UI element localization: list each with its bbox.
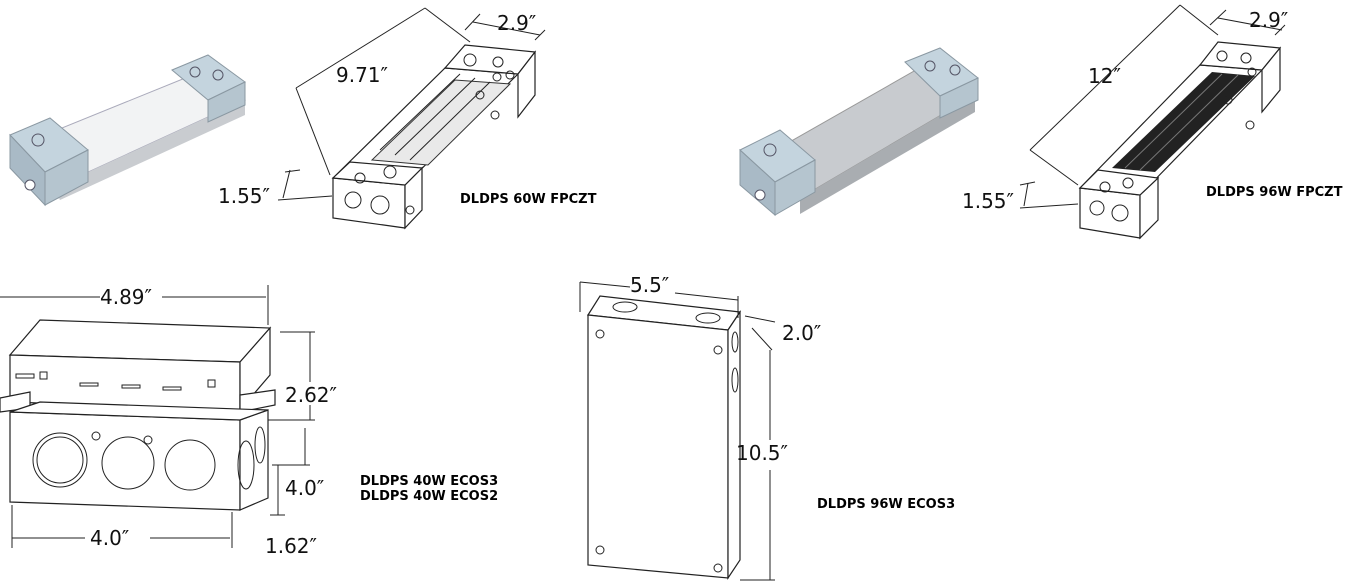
line-drawing-96w-ecos3: 5.5″ 2.0″ 10.5″ DLDPS 96W ECOS3 (579, 273, 955, 581)
line-drawing-60w-fpczt: 9.71″ 2.9″ 1.55″ DLDPS 60W FPCZT (218, 7, 597, 230)
dim-length-96w: 12″ (1088, 64, 1121, 88)
model-label-40w-ecos3: DLDPS 40W ECOS3 (360, 474, 498, 489)
dim-depth-40w: 4.0″ (285, 476, 324, 500)
dim-depth-96w-ecos3: 2.0″ (782, 321, 821, 345)
product-photo-96w-fpczt (739, 47, 979, 217)
line-drawing-96w-fpczt: 12″ 2.9″ 1.55″ DLDPS 96W FPCZT (962, 4, 1343, 240)
dim-bottom-width-40w: 4.0″ (90, 526, 129, 550)
dim-top-width-40w: 4.89″ (100, 285, 152, 309)
dim-width-96w: 2.9″ (1249, 8, 1288, 32)
line-drawing-40w-ecos: 4.89″ 2.62″ 4.0″ 4.0″ 1.62″ DLDPS 40W EC… (0, 285, 498, 558)
dim-height-60w: 1.55″ (218, 184, 270, 208)
dim-height-96w-ecos3: 10.5″ (736, 441, 788, 465)
model-label-40w-ecos2: DLDPS 40W ECOS2 (360, 489, 498, 504)
dim-height-96w: 1.55″ (962, 189, 1014, 213)
dim-lower-height-40w: 1.62″ (265, 534, 317, 558)
dim-width-96w-ecos3: 5.5″ (630, 273, 669, 297)
model-label-96w-fpczt: DLDPS 96W FPCZT (1206, 185, 1343, 200)
model-label-96w-ecos3: DLDPS 96W ECOS3 (817, 497, 955, 512)
dim-width-60w: 2.9″ (497, 11, 536, 35)
product-photo-60w-fpczt (9, 54, 246, 207)
dim-length-60w: 9.71″ (336, 63, 388, 87)
dim-upper-height-40w: 2.62″ (285, 383, 337, 407)
model-label-60w-fpczt: DLDPS 60W FPCZT (460, 192, 597, 207)
